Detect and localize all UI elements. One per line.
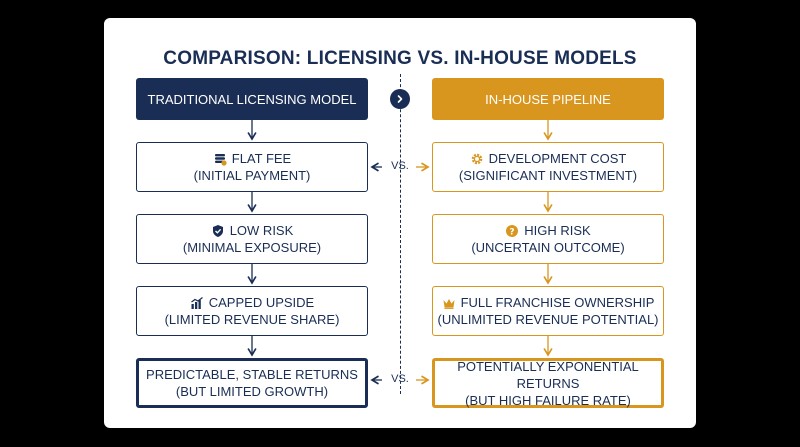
high-risk-box: ? HIGH RISK (UNCERTAIN OUTCOME) xyxy=(432,214,664,264)
center-divider xyxy=(400,74,401,394)
item-subtitle: (UNCERTAIN OUTCOME) xyxy=(471,240,625,255)
item-subtitle: (LIMITED REVENUE SHARE) xyxy=(164,312,340,327)
item-subtitle: (MINIMAL EXPOSURE) xyxy=(182,240,322,255)
coins-icon xyxy=(213,152,227,166)
item-title: FULL FRANCHISE OWNERSHIP xyxy=(460,295,655,310)
licensing-result-box: PREDICTABLE, STABLE RETURNS (BUT LIMITED… xyxy=(136,358,368,408)
result-subtitle: (BUT HIGH FAILURE RATE) xyxy=(465,392,631,408)
svg-text:?: ? xyxy=(510,227,515,237)
in-house-result-box: POTENTIALLY EXPONENTIAL RETURNS (BUT HIG… xyxy=(432,358,664,408)
chevron-right-icon[interactable] xyxy=(390,89,410,109)
shield-check-icon xyxy=(211,224,225,238)
licensing-header: TRADITIONAL LICENSING MODEL xyxy=(136,78,368,120)
franchise-ownership-box: FULL FRANCHISE OWNERSHIP (UNLIMITED REVE… xyxy=(432,286,664,336)
item-subtitle: (UNLIMITED REVENUE POTENTIAL) xyxy=(437,312,659,327)
item-title: FLAT FEE xyxy=(231,151,292,166)
in-house-header: IN-HOUSE PIPELINE xyxy=(432,78,664,120)
capped-upside-box: CAPPED UPSIDE (LIMITED REVENUE SHARE) xyxy=(136,286,368,336)
item-subtitle: (INITIAL PAYMENT) xyxy=(193,168,311,183)
low-risk-box: LOW RISK (MINIMAL EXPOSURE) xyxy=(136,214,368,264)
result-subtitle: (BUT LIMITED GROWTH) xyxy=(175,384,329,399)
item-title: DEVELOPMENT COST xyxy=(488,151,627,166)
question-icon: ? xyxy=(505,224,519,238)
item-subtitle: (SIGNIFICANT INVESTMENT) xyxy=(458,168,638,183)
vs-label: VS. xyxy=(391,160,409,172)
flat-fee-box: FLAT FEE (INITIAL PAYMENT) xyxy=(136,142,368,192)
crown-icon xyxy=(442,296,456,310)
page-title: COMPARISON: LICENSING VS. IN-HOUSE MODEL… xyxy=(163,48,637,69)
item-title: CAPPED UPSIDE xyxy=(208,295,315,310)
item-title: HIGH RISK xyxy=(524,223,591,238)
in-house-header-label: IN-HOUSE PIPELINE xyxy=(485,91,611,107)
item-title: LOW RISK xyxy=(229,223,294,238)
connector-arrows xyxy=(247,120,553,385)
development-cost-box: DEVELOPMENT COST (SIGNIFICANT INVESTMENT… xyxy=(432,142,664,192)
bar-chart-icon xyxy=(190,296,204,310)
result-title: POTENTIALLY EXPONENTIAL RETURNS xyxy=(457,358,639,391)
licensing-header-label: TRADITIONAL LICENSING MODEL xyxy=(147,91,357,107)
diagram-card: COMPARISON: LICENSING VS. IN-HOUSE MODEL… xyxy=(104,18,696,428)
result-title: PREDICTABLE, STABLE RETURNS xyxy=(146,367,358,382)
vs-label: VS. xyxy=(391,373,409,385)
gear-icon xyxy=(470,152,484,166)
